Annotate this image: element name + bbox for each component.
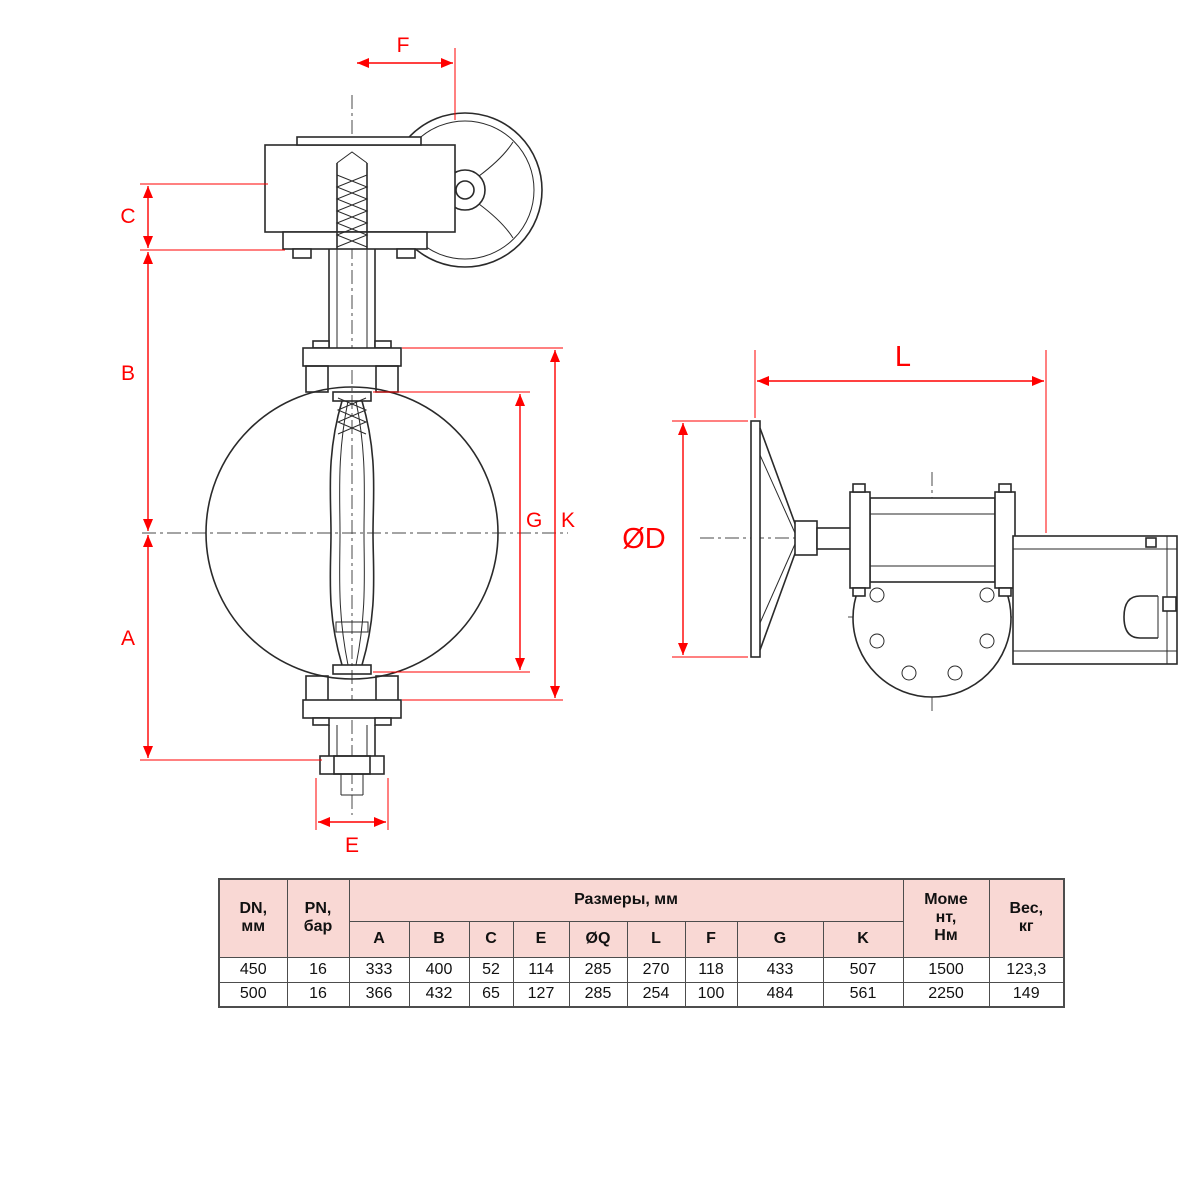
table-cell: 500 (218, 981, 288, 1008)
size-column-header: ØQ (568, 920, 628, 958)
side-view (700, 420, 1178, 714)
size-column-header: B (408, 920, 470, 958)
butterfly-valve-drawing: F C B A G K E (120, 34, 1178, 857)
table-cell: 400 (408, 956, 470, 983)
header-sizes-group: Размеры, мм (348, 878, 904, 922)
dim-label-C: C (120, 205, 135, 228)
table-cell: 285 (568, 981, 628, 1008)
dim-label-A: A (121, 627, 135, 650)
valve-stem (328, 151, 376, 348)
size-column-header: G (736, 920, 824, 958)
side-dimensions: ØD L (622, 341, 1047, 658)
top-packing (302, 340, 402, 393)
dim-label-G: G (526, 509, 542, 532)
table-cell: 507 (822, 956, 904, 983)
size-column-header: K (822, 920, 904, 958)
table-cell: 561 (822, 981, 904, 1008)
table-cell: 16 (286, 981, 350, 1008)
size-column-header: L (626, 920, 686, 958)
dim-label-K: K (561, 509, 575, 532)
table-cell: 484 (736, 981, 824, 1008)
table-cell: 285 (568, 956, 628, 983)
front-dimensions: F C B A G K E (120, 34, 575, 857)
table-cell: 254 (626, 981, 686, 1008)
header-pn: PN, бар (286, 878, 350, 958)
dim-label-B: B (121, 362, 135, 385)
dimensions-table: DN, мм PN, бар Размеры, мм Моме нт, Нм В… (218, 878, 1065, 1008)
table-cell: 118 (684, 956, 738, 983)
front-view (142, 95, 568, 815)
size-column-header: C (468, 920, 514, 958)
size-column-header: A (348, 920, 410, 958)
bottom-packing (302, 675, 402, 796)
table-cell: 100 (684, 981, 738, 1008)
table-cell: 366 (348, 981, 410, 1008)
handwheel-side (750, 420, 853, 658)
table-cell: 114 (512, 956, 570, 983)
size-column-header: F (684, 920, 738, 958)
table-cell: 2250 (902, 981, 990, 1008)
size-column-header: E (512, 920, 570, 958)
table-cell: 65 (468, 981, 514, 1008)
table-cell: 149 (988, 981, 1065, 1008)
table-cell: 270 (626, 956, 686, 983)
table-cell: 123,3 (988, 956, 1065, 983)
table-cell: 16 (286, 956, 350, 983)
table-cell: 1500 (902, 956, 990, 983)
dim-label-diameter: ØD (622, 523, 666, 555)
table-cell: 450 (218, 956, 288, 983)
table-cell: 433 (736, 956, 824, 983)
table-cell: 333 (348, 956, 410, 983)
dim-label-E: E (345, 834, 359, 857)
dim-label-F: F (397, 34, 410, 57)
table-cell: 432 (408, 981, 470, 1008)
header-weight: Вес, кг (988, 878, 1065, 958)
table-header-row-1: DN, мм PN, бар Размеры, мм Моме нт, Нм В… (218, 878, 1065, 958)
table-cell: 52 (468, 956, 514, 983)
gearbox-side (849, 483, 1016, 597)
valve-body-side (1012, 535, 1178, 665)
header-torque: Моме нт, Нм (902, 878, 990, 958)
valve-disc (329, 391, 375, 675)
dim-label-L: L (895, 341, 911, 373)
gearbox-front (264, 136, 456, 259)
header-dn: DN, мм (218, 878, 288, 958)
valve-body-circle (205, 386, 499, 680)
table-cell: 127 (512, 981, 570, 1008)
